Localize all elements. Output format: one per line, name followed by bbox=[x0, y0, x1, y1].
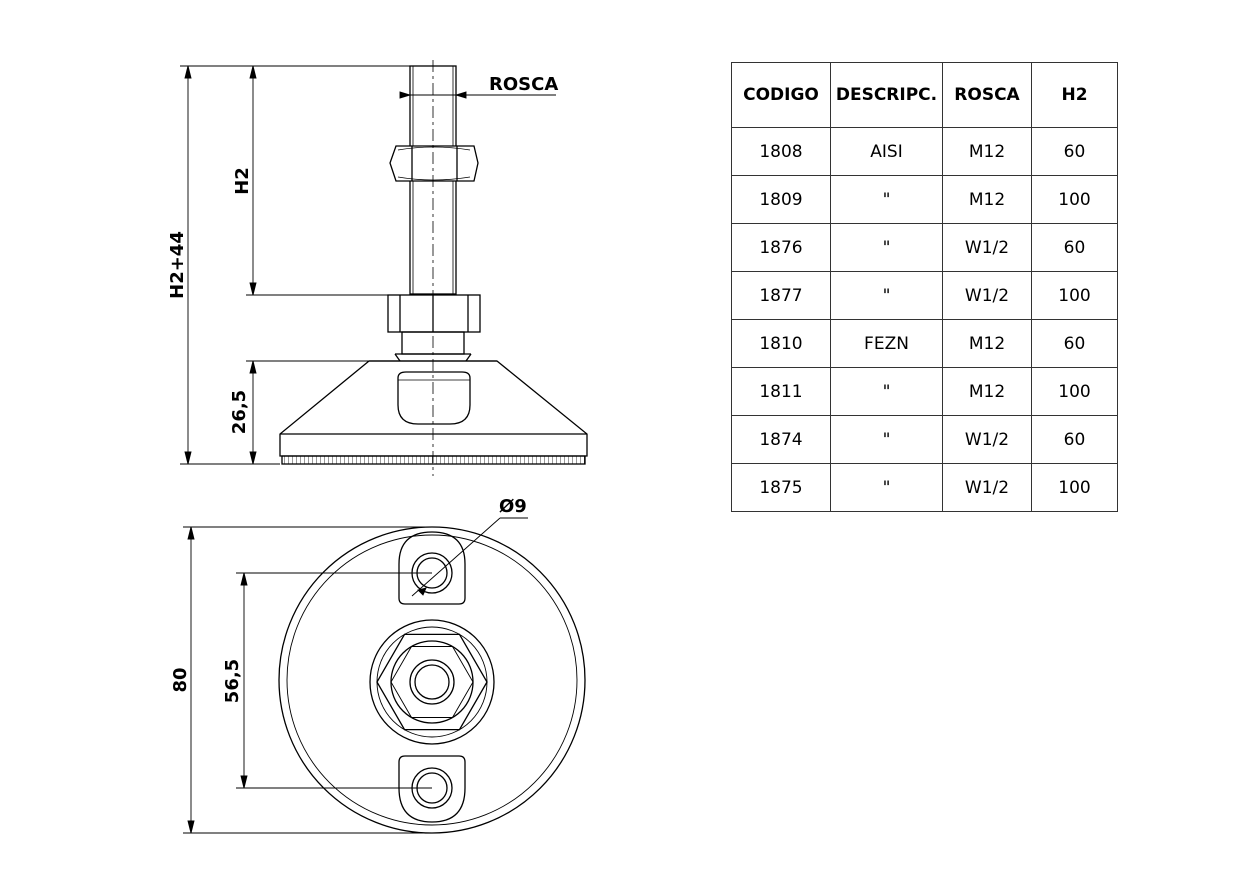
cell-rosca: M12 bbox=[942, 319, 1032, 368]
top-view bbox=[278, 526, 586, 834]
cell-codigo: 1876 bbox=[731, 223, 831, 272]
cell-codigo: 1808 bbox=[731, 127, 831, 176]
h2-dimension-label: H2 bbox=[232, 167, 253, 195]
header-h2: H2 bbox=[1031, 62, 1118, 128]
spec-table: CODIGO DESCRIPC. ROSCA H2 1808 AISI M12 … bbox=[731, 62, 1118, 512]
cell-descripc: " bbox=[830, 271, 943, 320]
lower-hex-nut bbox=[387, 294, 481, 333]
table-row: 1808 AISI M12 60 bbox=[731, 127, 1118, 176]
bottom-mounting-slot bbox=[398, 755, 466, 823]
cell-rosca: M12 bbox=[942, 175, 1032, 224]
table-row: 1877 " W1/2 100 bbox=[731, 271, 1118, 320]
table-header-row: CODIGO DESCRIPC. ROSCA H2 bbox=[731, 62, 1118, 128]
h2-plus-44-dimension-label: H2+44 bbox=[167, 231, 188, 299]
cell-h2: 100 bbox=[1031, 367, 1118, 416]
side-view bbox=[279, 60, 588, 476]
cell-h2: 60 bbox=[1031, 223, 1118, 272]
spacing-56-5-dimension-label: 56,5 bbox=[222, 659, 243, 703]
rosca-dimension-label: ROSCA bbox=[489, 74, 558, 95]
cell-codigo: 1809 bbox=[731, 175, 831, 224]
upper-hex-nut bbox=[389, 145, 479, 182]
cell-codigo: 1875 bbox=[731, 463, 831, 512]
table-row: 1811 " M12 100 bbox=[731, 367, 1118, 416]
center-hex-nut bbox=[376, 633, 488, 731]
side-view-dimensions bbox=[180, 65, 556, 465]
cell-descripc: " bbox=[830, 175, 943, 224]
cell-descripc: " bbox=[830, 223, 943, 272]
cell-rosca: W1/2 bbox=[942, 271, 1032, 320]
cell-h2: 60 bbox=[1031, 415, 1118, 464]
cell-descripc: " bbox=[830, 415, 943, 464]
cell-h2: 100 bbox=[1031, 463, 1118, 512]
cell-h2: 60 bbox=[1031, 127, 1118, 176]
top-view-dimensions bbox=[183, 517, 528, 834]
cell-codigo: 1874 bbox=[731, 415, 831, 464]
table-row: 1876 " W1/2 60 bbox=[731, 223, 1118, 272]
cell-descripc: " bbox=[830, 367, 943, 416]
header-rosca: ROSCA bbox=[942, 62, 1032, 128]
table-row: 1875 " W1/2 100 bbox=[731, 463, 1118, 512]
cell-codigo: 1811 bbox=[731, 367, 831, 416]
diameter-80-dimension-label: 80 bbox=[170, 667, 191, 692]
cell-h2: 100 bbox=[1031, 175, 1118, 224]
cell-codigo: 1877 bbox=[731, 271, 831, 320]
cell-descripc: FEZN bbox=[830, 319, 943, 368]
table-row: 1809 " M12 100 bbox=[731, 175, 1118, 224]
header-descripc: DESCRIPC. bbox=[830, 62, 943, 128]
cell-rosca: W1/2 bbox=[942, 415, 1032, 464]
diameter-9-dimension-label: Ø9 bbox=[499, 496, 527, 517]
cell-descripc: AISI bbox=[830, 127, 943, 176]
conical-base bbox=[279, 360, 588, 465]
height-26-5-dimension-label: 26,5 bbox=[229, 390, 250, 434]
cell-h2: 100 bbox=[1031, 271, 1118, 320]
center-boss bbox=[369, 619, 495, 745]
cell-h2: 60 bbox=[1031, 319, 1118, 368]
top-mounting-slot bbox=[398, 531, 466, 605]
cell-rosca: M12 bbox=[942, 367, 1032, 416]
table-row: 1874 " W1/2 60 bbox=[731, 415, 1118, 464]
table-row: 1810 FEZN M12 60 bbox=[731, 319, 1118, 368]
cell-codigo: 1810 bbox=[731, 319, 831, 368]
cell-rosca: W1/2 bbox=[942, 223, 1032, 272]
cell-rosca: W1/2 bbox=[942, 463, 1032, 512]
header-codigo: CODIGO bbox=[731, 62, 831, 128]
cell-rosca: M12 bbox=[942, 127, 1032, 176]
cell-descripc: " bbox=[830, 463, 943, 512]
